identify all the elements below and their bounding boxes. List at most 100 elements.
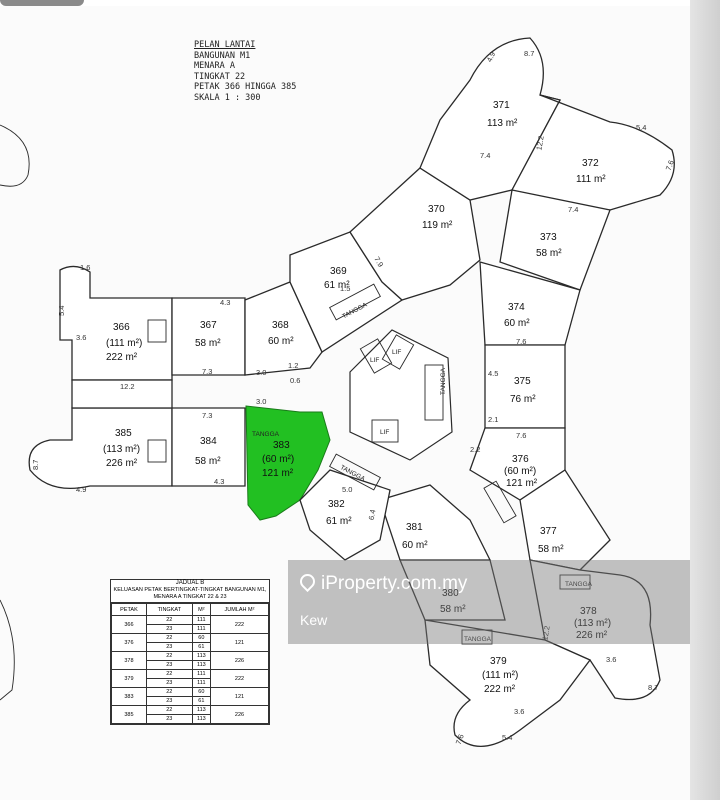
title-line: BANGUNAN M1 (194, 50, 251, 61)
stair-core (424, 364, 444, 421)
stair-379 (461, 629, 493, 645)
unit-381-shape[interactable] (379, 484, 492, 561)
title-line: TINGKAT 22 (194, 71, 246, 82)
unit-367-number: 367 (200, 320, 217, 331)
stair-label-core: TANGGA (440, 367, 447, 395)
unit-378-shape[interactable] (529, 559, 661, 701)
dim-label: 5.4 (502, 733, 512, 742)
dim-label: 7.6 (664, 159, 676, 172)
dim-label: 1.2 (288, 361, 298, 370)
unit-372-shape[interactable] (511, 94, 675, 211)
unit-372-area: 111 m² (576, 174, 606, 185)
dim-label: 6.4 (367, 509, 378, 521)
cell-tingkat: 22 (145, 687, 193, 697)
col-header: PETAK (111, 603, 147, 616)
left-edge-arc-top (0, 124, 30, 187)
unit-368-shape[interactable] (244, 281, 323, 376)
unit-385-area2: 226 m² (106, 458, 138, 469)
unit-379-area: (111 m²) (482, 670, 518, 681)
unit-367-area: 58 m² (195, 338, 221, 349)
unit-370-number: 370 (428, 204, 445, 215)
cell-tingkat: 22 (145, 669, 193, 679)
unit-376-area2: 121 m² (506, 478, 538, 489)
col-header: M² (191, 603, 211, 616)
dim-label: 4.5 (488, 369, 498, 378)
stair-366 (147, 319, 167, 343)
unit-381-area: 60 m² (402, 540, 428, 551)
stair-385 (147, 439, 167, 463)
central-core (349, 329, 453, 461)
unit-370-area: 119 m² (422, 220, 453, 231)
cell-tingkat: 22 (145, 633, 193, 643)
dim-label: 1.5 (340, 284, 350, 293)
cell-petak: 385 (111, 705, 147, 724)
lift-1 (359, 338, 393, 374)
dim-label: 3.0 (256, 397, 266, 406)
unit-367-shape[interactable] (171, 297, 246, 376)
top-handle (0, 0, 84, 6)
cell-total: 222 (209, 615, 270, 634)
cell-petak: 366 (111, 615, 147, 634)
unit-384-area: 58 m² (195, 456, 221, 467)
unit-369-area: 61 m² (324, 280, 350, 291)
title-line: SKALA 1 : 300 (194, 92, 261, 103)
table-title: JADUAL B (175, 580, 205, 586)
table-caption: KELUASAN PETAK BERTINGKAT-TINGKAT BANGUN… (111, 586, 269, 603)
title-block: PELAN LANTAI BANGUNAN M1 MENARA A TINGKA… (194, 40, 296, 103)
title-line: PETAK 366 HINGGA 385 (194, 82, 297, 92)
dim-label: 2.1 (488, 415, 498, 424)
unit-378-number: 378 (580, 606, 597, 617)
cell-petak: 376 (111, 633, 147, 652)
unit-373-number: 373 (540, 232, 557, 243)
area-schedule-table: JADUAL B KELUASAN PETAK BERTINGKAT-TINGK… (110, 579, 270, 725)
unit-380-number: 380 (442, 588, 459, 599)
cell-tingkat: 23 (145, 678, 193, 688)
cell-petak: 378 (111, 651, 147, 670)
unit-366-number: 366 (113, 322, 130, 333)
unit-385-area: (113 m²) (103, 444, 140, 455)
unit-368-area: 60 m² (268, 336, 294, 347)
unit-383-highlight[interactable] (245, 405, 331, 521)
cell-total: 222 (209, 669, 270, 688)
unit-382-area: 61 m² (326, 516, 352, 527)
cell-m2: 113 (191, 651, 211, 661)
unit-377-shape[interactable] (519, 469, 611, 571)
unit-373-area: 58 m² (536, 248, 562, 259)
lift-3 (371, 419, 399, 443)
lift-2 (381, 334, 415, 370)
dim-label: 1.6 (80, 263, 90, 272)
lift-label-2: LIF (392, 349, 401, 356)
unit-372-number: 372 (582, 158, 599, 169)
cell-tingkat: 22 (145, 705, 193, 715)
watermark-brand: iProperty.com.my (296, 570, 467, 595)
dim-label: 5.0 (342, 485, 352, 494)
cell-m2: 60 (191, 633, 211, 643)
unit-369-number: 369 (330, 266, 347, 277)
stair-382 (329, 453, 381, 491)
unit-378-area2: 226 m² (576, 630, 608, 641)
cell-m2: 113 (191, 714, 211, 724)
dim-label: 2.2 (470, 445, 480, 454)
dim-label: 3.6 (76, 333, 86, 342)
cell-total: 121 (209, 687, 270, 706)
unit-366-shape[interactable] (59, 265, 173, 381)
dim-label: 5.4 (57, 306, 66, 316)
unit-382-shape[interactable] (299, 469, 391, 561)
west-corridor (71, 379, 173, 409)
unit-384-shape[interactable] (171, 407, 246, 487)
unit-375-area: 76 m² (510, 394, 536, 405)
cell-m2: 111 (191, 615, 211, 625)
title-line: MENARA A (194, 61, 235, 71)
unit-379-shape[interactable] (424, 619, 592, 748)
unit-366-area2: 222 m² (106, 352, 138, 363)
unit-385-shape[interactable] (28, 407, 173, 489)
dim-label: 4.3 (220, 298, 230, 307)
unit-383-area2: 121 m² (262, 468, 294, 479)
